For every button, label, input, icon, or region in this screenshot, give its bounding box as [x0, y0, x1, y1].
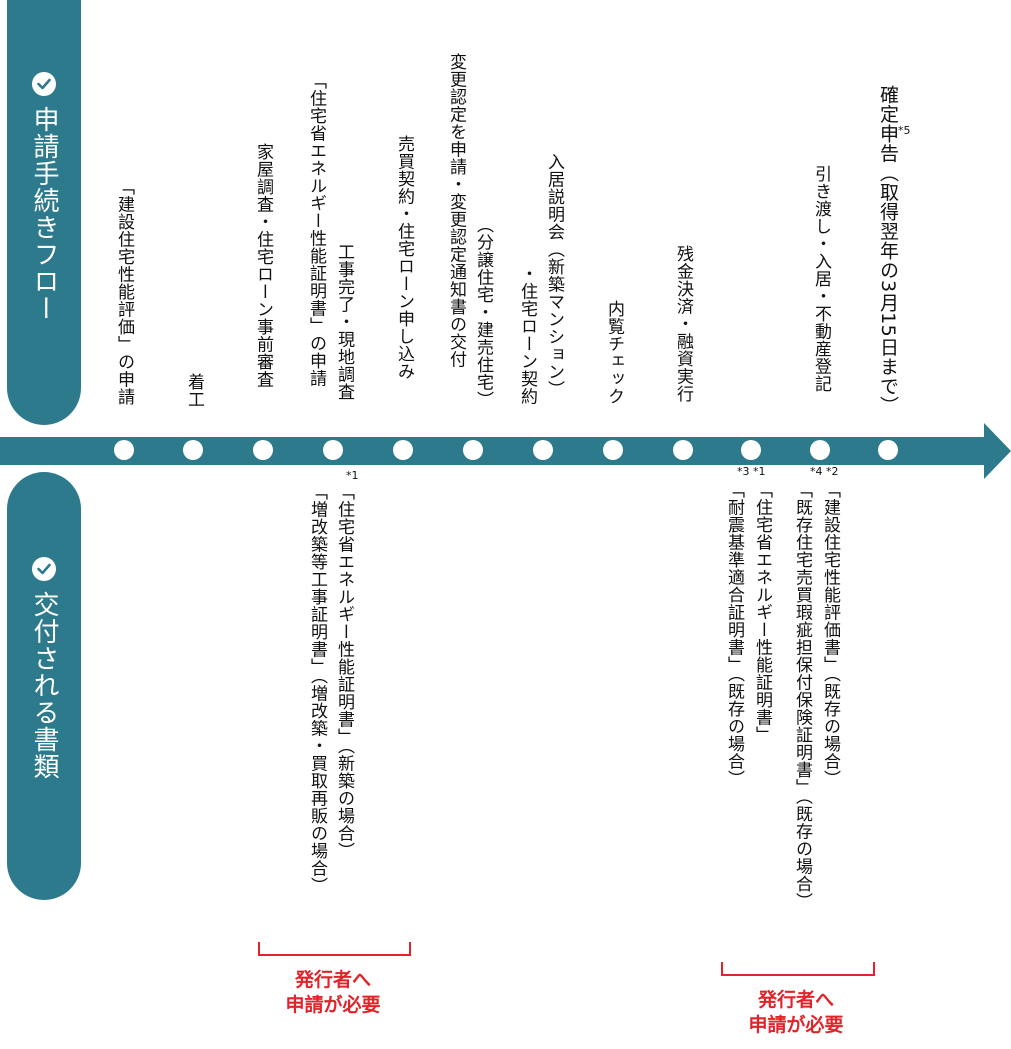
doc-label: 「建設住宅性能評価書」（既存の場合） — [820, 481, 840, 788]
requirement-bracket — [721, 962, 875, 976]
step-label: （分譲住宅・建売住宅） — [473, 216, 493, 409]
requirement-line2: 申請が必要 — [285, 994, 381, 1016]
timeline-dot — [533, 440, 553, 460]
flow-label: 申請手続きフロー — [29, 106, 59, 322]
step-label: 家屋調査・住宅ローン事前審査 — [253, 143, 273, 388]
check-icon — [32, 557, 56, 581]
step-label: ・住宅ローン契約 — [517, 265, 537, 405]
requirement-line2: 申請が必要 — [748, 1014, 844, 1036]
docs-label-pill: 交付される書類 — [7, 472, 81, 900]
footnote-mark: *1 — [346, 469, 359, 482]
requirement-line1: 発行者へ — [757, 989, 834, 1011]
timeline-dot — [463, 440, 483, 460]
requirement-bracket — [258, 942, 411, 956]
timeline-dot — [183, 440, 203, 460]
requirement-line1: 発行者へ — [294, 969, 371, 991]
timeline-dot — [393, 440, 413, 460]
step-label: 引き渡し・入居・不動産登記 — [811, 165, 831, 393]
timeline-dot — [114, 440, 134, 460]
step-label: 変更認定を申請・変更認定通知書の交付 — [446, 53, 466, 368]
flow-label-pill: 申請手続きフロー — [7, 0, 81, 425]
timeline-band — [0, 437, 984, 465]
step-label: 確定申告（取得翌年の3月15日まで） — [877, 85, 899, 416]
doc-label: 「住宅省エネルギー性能証明書」（新築の場合） — [334, 483, 354, 860]
step-label: 「住宅省エネルギー性能証明書」の申請 — [306, 72, 326, 387]
requirement-note: 発行者へ 申請が必要 — [721, 988, 871, 1038]
doc-label: 「住宅省エネルギー性能証明書」 — [752, 481, 772, 744]
step-label: 売買契約・住宅ローン申し込み — [394, 135, 414, 380]
doc-label: 「耐震基準適合証明書」（既存の場合） — [724, 481, 744, 788]
docs-label: 交付される書類 — [29, 591, 59, 780]
step-label: 工事完了・現地調査 — [334, 243, 354, 401]
timeline-dot — [603, 440, 623, 460]
step-label: 残金決済・融資実行 — [673, 245, 693, 403]
check-icon — [32, 72, 56, 96]
footnote-mark: *4 *2 — [810, 465, 839, 478]
timeline-dot — [878, 440, 898, 460]
step-label: 着工 — [184, 373, 204, 408]
timeline-dot — [810, 440, 830, 460]
step-label: 入居説明会（新築マンション） — [544, 153, 564, 398]
timeline-dot — [673, 440, 693, 460]
footnote-mark: *5 — [898, 124, 911, 137]
timeline-dot — [741, 440, 761, 460]
step-label: 「建設住宅性能評価」の申請 — [114, 178, 134, 406]
timeline-dot — [323, 440, 343, 460]
doc-label: 「増改築等工事証明書」（増改築・買取再販の場合） — [307, 483, 327, 895]
footnote-mark: *3 *1 — [737, 465, 766, 478]
requirement-note: 発行者へ 申請が必要 — [258, 968, 408, 1018]
step-label: 内覧チェック — [604, 300, 624, 405]
timeline-arrow-icon — [984, 423, 1011, 479]
timeline-dot — [253, 440, 273, 460]
doc-label: 「既存住宅売買瑕疵担保付保険証明書」（既存の場合） — [792, 481, 812, 910]
